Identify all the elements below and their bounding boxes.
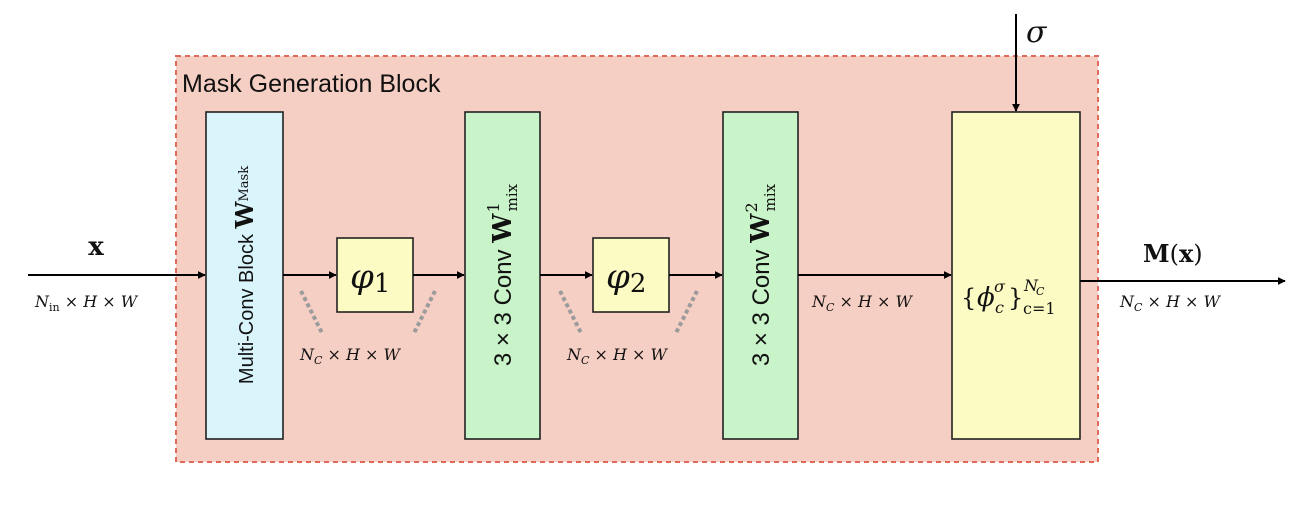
sigma-label: σ (1026, 15, 1048, 50)
dashes-phi1-left (299, 290, 324, 334)
svg-text:N: N (1023, 276, 1039, 295)
conv2-label: 3 × 3 Conv W2mix (742, 183, 779, 366)
svg-text:C: C (1036, 285, 1045, 298)
dashes-phi2-left (558, 290, 583, 334)
svg-text:c=1: c=1 (1023, 299, 1056, 318)
shape-label-conv2: NC × H × W (811, 292, 914, 314)
svg-text:ϕ: ϕ (977, 283, 995, 313)
dashes-phi2-right (674, 290, 699, 334)
multi-conv-label: Multi-Conv Block WMask (230, 166, 259, 384)
conv2-block (722, 111, 799, 440)
phi1-label: φ1 (350, 257, 390, 299)
container-title: Mask Generation Block (182, 70, 441, 98)
phi-set-block (951, 111, 1081, 440)
phi1-block (336, 237, 414, 313)
phi2-block (592, 237, 670, 313)
input-shape-label: Nin × H × W (34, 292, 139, 314)
conv1-block (464, 111, 541, 440)
svg-text:c: c (995, 298, 1004, 317)
svg-text:σ: σ (994, 277, 1006, 296)
conv1-label: 3 × 3 Conv W1mix (484, 183, 521, 366)
input-x-label: x (88, 232, 104, 262)
phi-set-label: { ϕ σ c } N C c=1 (961, 276, 1056, 318)
dashes-phi1-right (412, 290, 437, 334)
output-shape-label: NC × H × W (1119, 292, 1222, 314)
shape-label-phi1: NC × H × W (299, 345, 402, 367)
multi-conv-block (205, 111, 284, 440)
phi2-label: φ2 (606, 257, 646, 299)
shape-label-phi2: NC × H × W (566, 345, 669, 367)
svg-text:}: } (1008, 284, 1023, 312)
svg-text:{: { (961, 284, 976, 312)
output-label: M(x) (1143, 239, 1203, 268)
